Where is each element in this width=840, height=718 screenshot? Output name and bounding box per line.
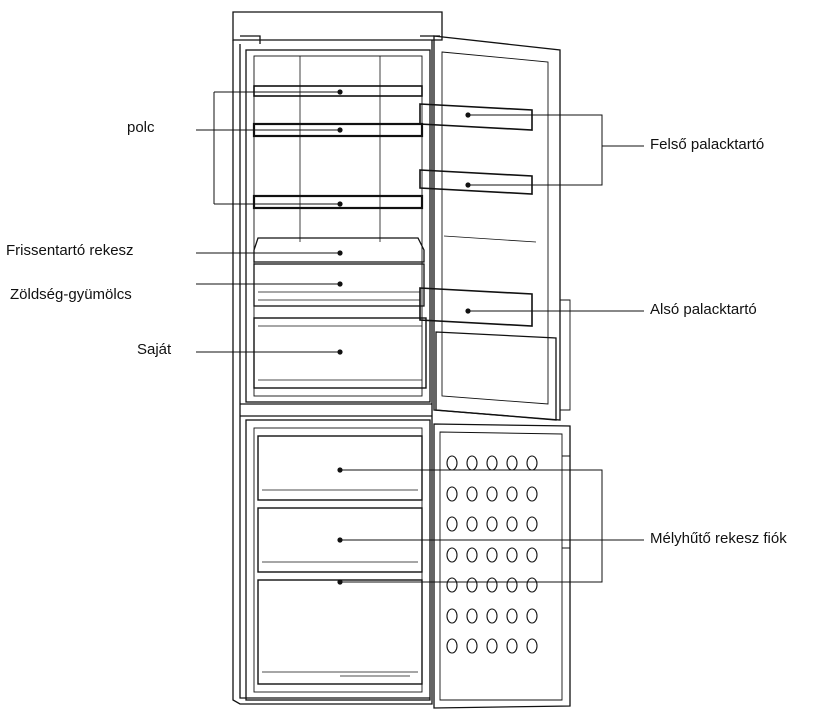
label-crisper: Zöldség-gyümölcs — [10, 286, 132, 303]
crisper-drawer — [253, 263, 425, 307]
bumps-row-5 — [446, 577, 538, 593]
label-shelf: polc — [127, 119, 155, 136]
freezer-door — [433, 423, 571, 709]
label-lower-bottle-rack: Alsó palacktartó — [650, 301, 757, 318]
bumps-row-7 — [446, 638, 538, 654]
label-fresh-drawer: Frissentartó rekesz — [6, 242, 134, 259]
freezer-compartment — [245, 419, 431, 701]
upper-bottle-rack-2 — [419, 169, 533, 195]
leader-shelf — [196, 91, 340, 205]
bumps-row-6 — [446, 608, 538, 624]
label-own: Saját — [137, 341, 172, 358]
cabinet-outline — [232, 40, 433, 705]
fresh-drawer — [253, 237, 425, 263]
leader-freezer — [340, 469, 644, 583]
bumps-row-4 — [446, 547, 538, 563]
freezer-drawer-3 — [257, 579, 423, 685]
own-drawer — [253, 317, 427, 389]
bumps-row-3 — [446, 516, 538, 532]
bumps-row-1 — [446, 455, 538, 471]
freezer-door-bumps — [446, 455, 538, 654]
top-cap — [232, 11, 443, 41]
leader-dots — [337, 89, 471, 585]
label-freezer-drawer: Mélyhűtő rekesz fiók — [650, 530, 787, 547]
leader-upper-rack — [468, 114, 644, 186]
leader-lines — [196, 91, 644, 583]
shelf-3 — [252, 194, 424, 210]
freezer-drawer-1 — [257, 435, 423, 501]
fridge-compartment — [245, 49, 431, 403]
bumps-row-2 — [446, 486, 538, 502]
lower-bottle-rack — [419, 287, 533, 327]
label-upper-bottle-rack: Felső palacktartó — [650, 136, 765, 153]
shelf-1 — [253, 85, 423, 97]
upper-door — [433, 35, 561, 421]
upper-bottle-rack-1 — [419, 103, 533, 131]
